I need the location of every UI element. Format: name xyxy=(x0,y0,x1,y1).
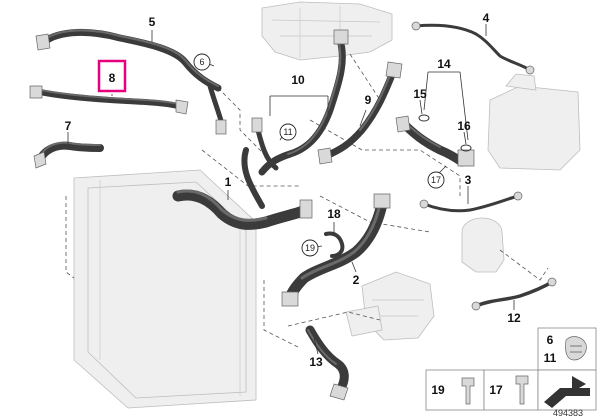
callout-9: 9 xyxy=(365,93,372,107)
callout-18: 18 xyxy=(327,207,341,221)
callout-2: 2 xyxy=(353,273,360,287)
expansion-tank-ghost xyxy=(461,73,581,273)
callout-12: 12 xyxy=(507,311,521,325)
callouts: 1 2 3 4 5 7 9 10 12 13 14 15 16 18 xyxy=(65,11,521,369)
legend-screw-label-17: 17 xyxy=(489,383,503,397)
pipe-4[interactable] xyxy=(411,21,535,75)
circled-callout-11: 11 xyxy=(283,127,292,137)
callout-7: 7 xyxy=(65,119,72,133)
hose-13[interactable] xyxy=(305,325,349,401)
callout-16: 16 xyxy=(457,119,471,133)
hose-1[interactable] xyxy=(172,189,313,230)
callout-8: 8 xyxy=(109,71,116,85)
legend-clip-box: 6 11 xyxy=(537,327,597,371)
legend-diagram-icon xyxy=(537,369,597,411)
circled-callouts: 6 11 17 19 xyxy=(193,53,445,257)
callout-15: 15 xyxy=(413,87,427,101)
circled-callout-19: 19 xyxy=(305,243,315,253)
hose-2[interactable] xyxy=(281,193,391,307)
callout-13: 13 xyxy=(309,355,323,369)
circled-callout-17: 17 xyxy=(431,175,441,185)
hose-14[interactable] xyxy=(395,115,475,167)
intake-manifold-ghost xyxy=(261,1,393,61)
pipe-3[interactable] xyxy=(419,191,523,213)
legend-box-label-11: 11 xyxy=(544,351,557,365)
diagram-id: 494383 xyxy=(553,408,583,418)
callout-3: 3 xyxy=(465,173,472,187)
radiator-ghost xyxy=(73,169,257,409)
callout-1: 1 xyxy=(225,175,232,189)
callout-14: 14 xyxy=(437,57,451,71)
pipe-12[interactable] xyxy=(471,277,557,311)
legend-screw-19: 19 xyxy=(425,369,485,411)
clamp-18[interactable] xyxy=(324,231,345,258)
callout-8-highlight[interactable]: 8 xyxy=(97,59,127,93)
callout-5: 5 xyxy=(149,15,156,29)
leader-lines xyxy=(67,24,515,355)
circled-callout-6: 6 xyxy=(199,57,204,67)
hose-8[interactable] xyxy=(29,85,189,115)
seal-15[interactable] xyxy=(418,114,430,122)
hose-9[interactable] xyxy=(317,61,403,165)
callout-4: 4 xyxy=(483,11,490,25)
hose-5[interactable] xyxy=(35,28,227,135)
hose-7[interactable] xyxy=(33,141,104,169)
hose-1-upper[interactable] xyxy=(241,147,265,209)
callout-10: 10 xyxy=(291,73,305,87)
legend-screw-17: 17 xyxy=(483,369,539,411)
seal-16[interactable] xyxy=(460,144,472,152)
legend-screw-label-19: 19 xyxy=(431,383,445,397)
thermostat-housing-ghost xyxy=(345,271,435,341)
legend-box-label-6: 6 xyxy=(547,333,554,347)
